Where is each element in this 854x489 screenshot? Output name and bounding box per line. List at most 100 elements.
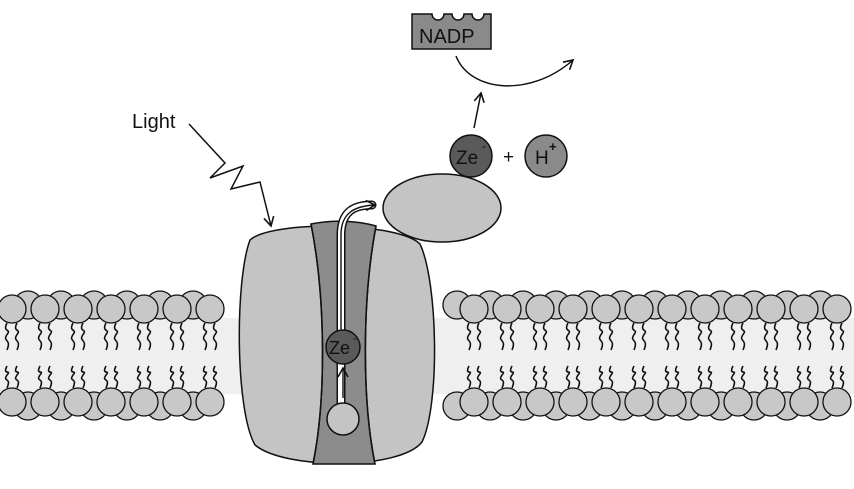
lipid-head: [723, 294, 753, 324]
lipid-tail: [4, 322, 10, 351]
lipid-head: [492, 294, 522, 324]
lipid-tail: [641, 365, 647, 389]
light-arrow: [188, 123, 275, 228]
donor-circle: [326, 402, 360, 436]
electron-inner-charge: -: [353, 331, 357, 345]
lipid-tail: [565, 365, 571, 389]
light-label: Light: [132, 111, 176, 133]
lipid-tails: [4, 322, 845, 389]
lipid-tail: [202, 322, 208, 351]
photosystem-protein: Ze -: [238, 199, 436, 465]
lipid-head: [822, 294, 852, 324]
lipid-tail: [674, 365, 680, 389]
lipid-tail: [740, 365, 746, 389]
lipid-tail: [47, 322, 53, 351]
lipid-tail: [707, 322, 713, 351]
lipid-tail: [763, 365, 769, 389]
lipid-tail: [839, 322, 845, 351]
lipid-tail: [103, 365, 109, 389]
electron-inner-label: Ze: [329, 338, 350, 358]
lipid-tail: [763, 322, 769, 351]
protein-channel-inner-left: [310, 223, 324, 465]
lipid-tail: [664, 322, 670, 351]
lipid-head: [789, 294, 819, 324]
lipid-head: [558, 387, 588, 417]
lipid-tail: [608, 365, 614, 389]
lipid-tail: [169, 322, 175, 351]
lipid-tail: [37, 365, 43, 389]
lipid-tail: [103, 322, 109, 351]
nadp-label: NADP: [419, 26, 475, 48]
lipid-tail: [14, 322, 20, 351]
lipid-tail: [542, 322, 548, 351]
lipid-tail: [697, 322, 703, 351]
lipid-tail: [466, 322, 472, 351]
lipid-tail: [806, 322, 812, 351]
lipid-tail: [179, 365, 185, 389]
lipid-head: [525, 387, 555, 417]
lipid-tail: [499, 322, 505, 351]
nadp-curved-arrow: [455, 55, 575, 87]
proton-label: H: [535, 148, 549, 169]
electron-outer-label: Ze: [456, 148, 478, 169]
protein-channel-inner-right: [364, 225, 377, 465]
lipid-head: [96, 294, 126, 324]
lipid-tail: [509, 365, 515, 389]
lipid-head: [129, 294, 159, 324]
lipid-tail: [202, 365, 208, 389]
electron-inner: [325, 329, 361, 365]
lipid-tail: [796, 365, 802, 389]
lipid-tail: [598, 322, 604, 351]
lipid-tail: [631, 365, 637, 389]
acceptor-protein: [382, 173, 502, 243]
lipid-tail: [697, 365, 703, 389]
lipid-head: [756, 387, 786, 417]
lipid-tail: [565, 322, 571, 351]
lipid-tail: [113, 365, 119, 389]
proton: [524, 134, 568, 178]
lipid-tail: [14, 365, 20, 389]
electron-outer: [449, 134, 493, 178]
lipid-tail: [4, 365, 10, 389]
lipid-head: [162, 387, 192, 417]
lipid-tail: [542, 365, 548, 389]
electron-to-nadp-arrow: [473, 91, 485, 129]
lipid-tail: [37, 322, 43, 351]
lipid-head: [0, 294, 27, 324]
lipid-head: [690, 387, 720, 417]
lipid-head: [459, 294, 489, 324]
lipid-head: [624, 387, 654, 417]
lipid-tail: [146, 365, 152, 389]
lipid-head: [96, 387, 126, 417]
lipid-head: [624, 294, 654, 324]
lipid-head: [657, 294, 687, 324]
lipid-tail: [829, 322, 835, 351]
lipid-tail: [80, 365, 86, 389]
lipid-head: [0, 387, 27, 417]
lipid-tail: [641, 322, 647, 351]
lipid-tail: [169, 365, 175, 389]
lipid-head: [690, 294, 720, 324]
lipid-tail: [70, 365, 76, 389]
lipid-tail: [136, 365, 142, 389]
lipid-head: [558, 294, 588, 324]
lipid-head: [162, 294, 192, 324]
lipid-tail: [773, 365, 779, 389]
lipid-head: [756, 294, 786, 324]
lipid-head: [459, 387, 489, 417]
electron-outer-charge: -: [482, 139, 486, 153]
lipid-tail: [608, 322, 614, 351]
lipid-head: [63, 387, 93, 417]
lipid-tail: [113, 322, 119, 351]
lipid-tail: [796, 322, 802, 351]
plus-sign: +: [503, 147, 514, 168]
lipid-head: [591, 294, 621, 324]
lipid-tail: [829, 365, 835, 389]
lipid-tail: [476, 322, 482, 351]
lipid-head: [195, 387, 225, 417]
lipid-head: [657, 387, 687, 417]
lipid-tail: [707, 365, 713, 389]
lipid-tail: [674, 322, 680, 351]
